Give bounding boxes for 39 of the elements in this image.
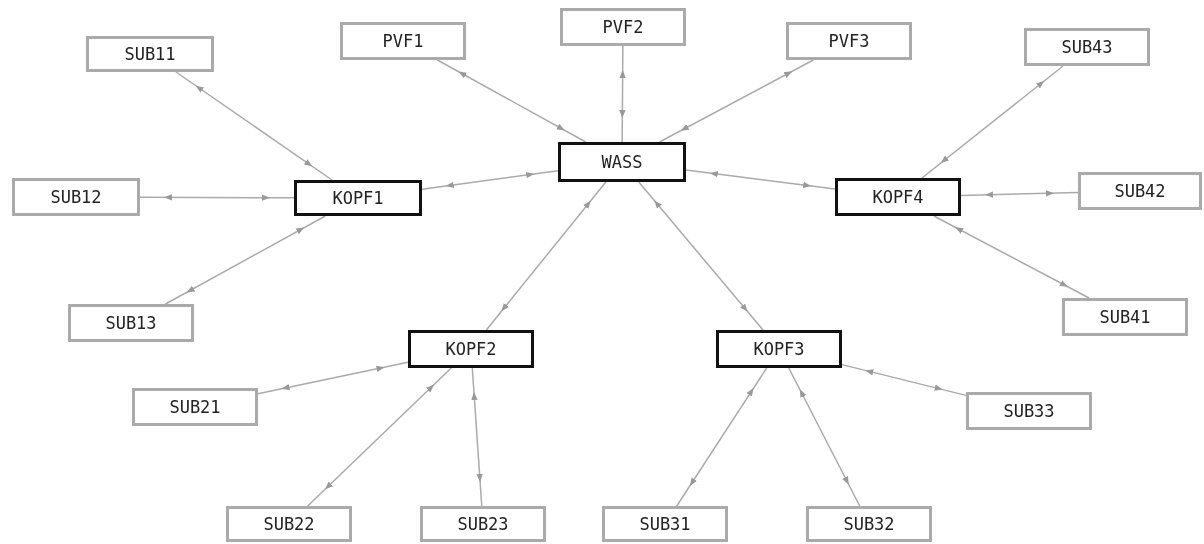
hub-box: KOPF3: [716, 330, 842, 368]
connector-arrow: [436, 59, 587, 143]
connector-arrow: [638, 181, 764, 331]
node-box: SUB12: [12, 178, 140, 216]
connector-arrow: [175, 71, 333, 181]
node-box: SUB11: [86, 36, 214, 72]
connector-arrow: [421, 170, 559, 190]
node-box: SUB41: [1062, 298, 1188, 336]
node-box: SUB31: [602, 506, 728, 542]
node-box: SUB42: [1078, 172, 1202, 210]
node-box: SUB43: [1024, 28, 1150, 66]
node-box: SUB23: [420, 506, 546, 542]
connector-arrow: [164, 215, 327, 305]
node-box: SUB22: [226, 506, 352, 542]
connector-arrow: [676, 367, 768, 507]
node-box: SUB13: [68, 304, 194, 342]
hub-box: KOPF4: [835, 178, 961, 216]
node-box: PVF1: [340, 22, 466, 60]
connector-arrow: [306, 367, 452, 507]
connector-arrow: [658, 59, 815, 143]
hub-box: KOPF2: [408, 330, 534, 368]
connector-arrow: [921, 65, 1064, 179]
connector-arrow: [619, 45, 626, 143]
connector-arrow: [933, 215, 1090, 299]
hub-box: WASS: [558, 142, 686, 182]
node-box: SUB32: [806, 506, 932, 542]
node-box: SUB33: [966, 392, 1092, 430]
connector-arrow: [471, 367, 483, 507]
node-box: SUB21: [132, 388, 258, 426]
connector-arrow: [139, 194, 295, 201]
connector-arrow: [788, 367, 861, 507]
node-box: PVF3: [786, 22, 912, 60]
hub-box: KOPF1: [294, 180, 422, 216]
connector-arrow: [960, 190, 1079, 198]
connector-arrow: [257, 361, 409, 395]
connector-arrow: [841, 363, 967, 397]
node-box: PVF2: [560, 8, 686, 46]
connector-arrow: [485, 181, 607, 331]
connector-arrow: [685, 169, 836, 190]
